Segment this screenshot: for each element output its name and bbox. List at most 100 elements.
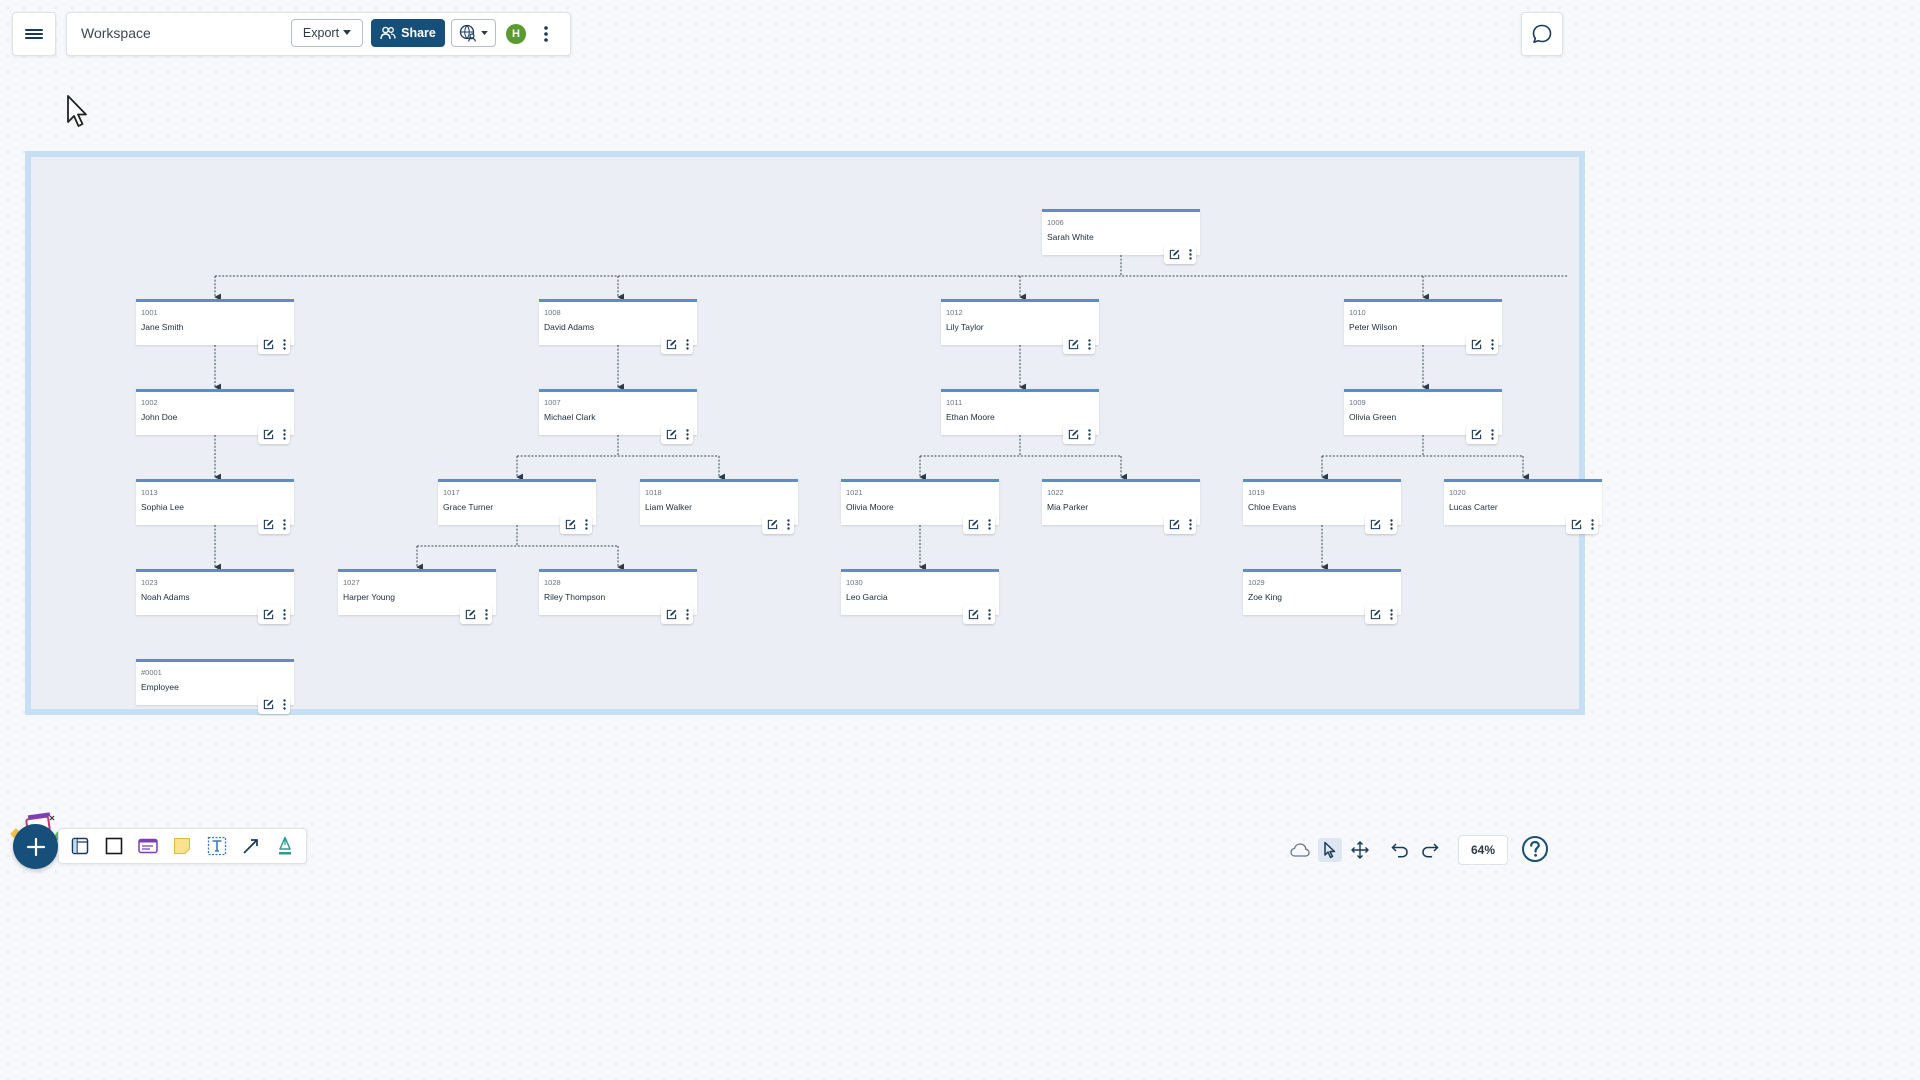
edit-icon[interactable] xyxy=(1370,519,1381,530)
kebab-icon[interactable] xyxy=(282,699,286,710)
collaboration-mode-button[interactable] xyxy=(451,19,496,47)
main-menu-button[interactable] xyxy=(12,12,56,56)
node-id: 1023 xyxy=(141,578,158,587)
kebab-icon[interactable] xyxy=(987,609,991,620)
edit-icon[interactable] xyxy=(968,519,979,530)
kebab-icon[interactable] xyxy=(685,609,689,620)
edit-icon[interactable] xyxy=(968,609,979,620)
edit-icon[interactable] xyxy=(1068,339,1079,350)
kebab-icon[interactable] xyxy=(584,519,588,530)
node-actions xyxy=(963,515,995,534)
pen-tool[interactable] xyxy=(273,834,297,858)
cloud-sync-status[interactable] xyxy=(1288,838,1312,862)
rectangle-tool[interactable] xyxy=(102,834,126,858)
node-actions xyxy=(1164,515,1196,534)
edit-icon[interactable] xyxy=(1370,609,1381,620)
document-title[interactable]: Workspace xyxy=(81,25,151,41)
add-button[interactable] xyxy=(13,824,58,869)
node-id: 1001 xyxy=(141,308,158,317)
kebab-icon[interactable] xyxy=(987,519,991,530)
node-name: Liam Walker xyxy=(645,502,692,512)
kebab-icon[interactable] xyxy=(282,609,286,620)
select-tool[interactable] xyxy=(1318,838,1342,862)
kebab-icon[interactable] xyxy=(484,609,488,620)
help-icon[interactable] xyxy=(1521,835,1549,863)
kebab-icon[interactable] xyxy=(1188,249,1192,260)
edit-icon[interactable] xyxy=(565,519,576,530)
edit-icon[interactable] xyxy=(1169,249,1180,260)
kebab-icon[interactable] xyxy=(1590,519,1594,530)
connector-tool[interactable] xyxy=(239,834,263,858)
undo-button[interactable] xyxy=(1388,838,1412,862)
share-label: Share xyxy=(401,26,436,40)
org-chart-connectors xyxy=(214,255,1568,571)
edit-icon[interactable] xyxy=(1169,519,1180,530)
kebab-icon[interactable] xyxy=(1087,339,1091,350)
user-avatar[interactable]: H xyxy=(506,24,526,44)
zoom-level-button[interactable]: 64% xyxy=(1458,835,1508,865)
edit-icon[interactable] xyxy=(263,429,274,440)
edit-icon[interactable] xyxy=(666,339,677,350)
edit-icon[interactable] xyxy=(666,609,677,620)
kebab-icon[interactable] xyxy=(685,339,689,350)
edit-icon[interactable] xyxy=(1571,519,1582,530)
kebab-icon[interactable] xyxy=(1087,429,1091,440)
pan-tool[interactable] xyxy=(1348,838,1372,862)
kebab-icon[interactable] xyxy=(282,429,286,440)
kebab-icon[interactable] xyxy=(685,429,689,440)
edit-icon[interactable] xyxy=(1471,429,1482,440)
redo-button[interactable] xyxy=(1418,838,1442,862)
export-button[interactable]: Export xyxy=(291,19,363,47)
kebab-icon[interactable] xyxy=(1188,519,1192,530)
edit-icon[interactable] xyxy=(465,609,476,620)
share-button[interactable]: Share xyxy=(371,19,445,47)
frame-tool[interactable] xyxy=(68,834,92,858)
kebab-icon[interactable] xyxy=(282,339,286,350)
kebab-icon[interactable] xyxy=(282,519,286,530)
node-name: Grace Turner xyxy=(443,502,494,512)
edit-icon[interactable] xyxy=(263,699,274,710)
kebab-icon[interactable] xyxy=(1490,339,1494,350)
edit-icon[interactable] xyxy=(1068,429,1079,440)
comments-button[interactable] xyxy=(1521,12,1563,56)
kebab-icon[interactable] xyxy=(1389,609,1393,620)
text-tool[interactable] xyxy=(205,834,229,858)
kebab-icon[interactable] xyxy=(786,519,790,530)
more-options-button[interactable] xyxy=(539,23,553,45)
edit-icon[interactable] xyxy=(767,519,778,530)
kebab-icon[interactable] xyxy=(1389,519,1393,530)
node-actions xyxy=(258,695,290,714)
card-tool[interactable] xyxy=(136,834,160,858)
edit-icon[interactable] xyxy=(263,609,274,620)
edit-icon[interactable] xyxy=(666,429,677,440)
node-id: 1008 xyxy=(544,308,561,317)
sticky-note-tool[interactable] xyxy=(170,834,194,858)
node-actions xyxy=(661,425,693,444)
edit-icon[interactable] xyxy=(263,519,274,530)
edit-icon[interactable] xyxy=(263,339,274,350)
kebab-icon[interactable] xyxy=(1490,429,1494,440)
edit-icon[interactable] xyxy=(1471,339,1482,350)
